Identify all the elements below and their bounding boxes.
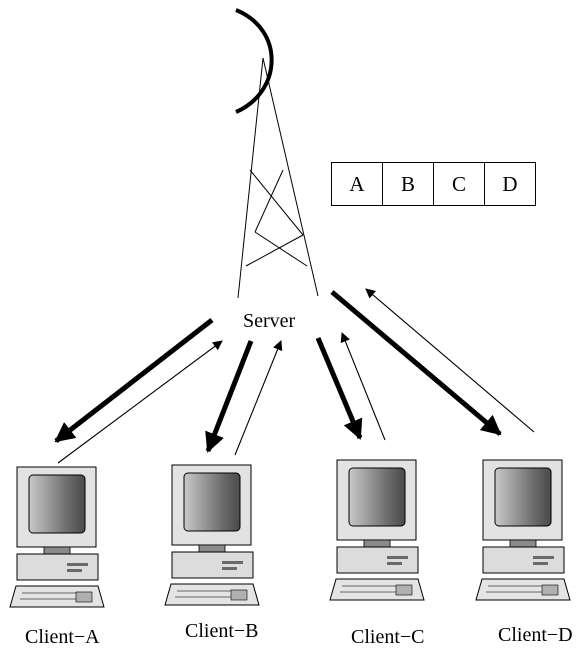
client-computer-a [9,466,105,608]
uplink-arrows [57,288,535,464]
computer-icon [9,466,105,608]
uplink-arrow-c [340,332,386,441]
antenna-dish [235,8,274,114]
client-computer-d [475,459,571,601]
uplink-arrow-a [57,340,223,464]
uplink-arrow-d [365,288,535,433]
packet-cell-a: A [331,162,383,206]
computer-icon [164,464,260,606]
client-label-b: Client−B [185,620,259,642]
server-label: Server [243,310,296,332]
computer-icon [475,459,571,601]
downlink-arrow-c [315,337,363,440]
packet-cell-c: C [433,162,485,206]
downlink-arrow-a [54,318,214,443]
antenna-tower [235,8,319,299]
downlink-arrow-d [330,290,502,436]
uplink-arrow-b [234,340,283,456]
client-label-a: Client−A [25,626,100,648]
packet-table: A B C D [331,162,536,206]
packet-cell-b: B [382,162,434,206]
client-label-d: Client−D [498,624,573,646]
client-computer-b [164,464,260,606]
computer-icon [329,459,425,601]
downlink-arrows [54,290,502,453]
packet-cell-d: D [484,162,536,206]
packet-table-row: A B C D [331,162,536,206]
client-computer-c [329,459,425,601]
client-label-c: Client−C [351,626,425,648]
downlink-arrow-b [205,340,254,453]
